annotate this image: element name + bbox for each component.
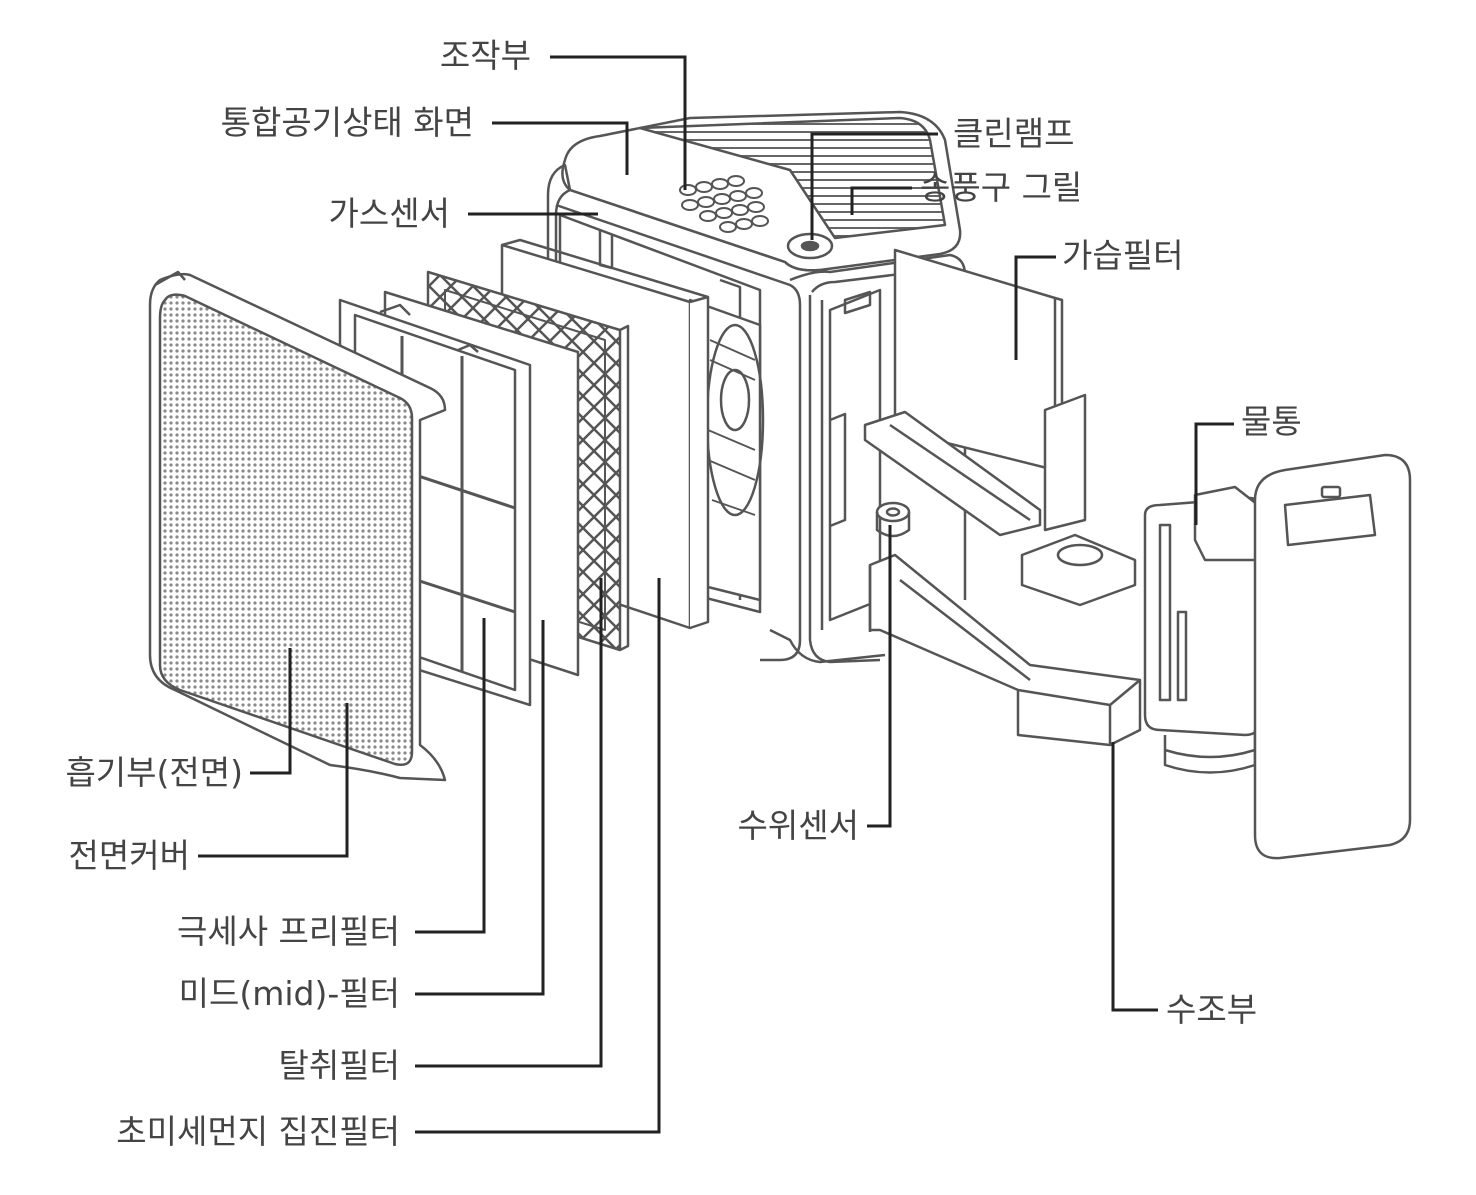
leader-water-basin [1111, 742, 1158, 1012]
label-front-cover: 전면커버 [68, 836, 190, 875]
leader-microfiber-prefilter [415, 618, 486, 934]
leader-front-cover [198, 703, 349, 858]
label-humidifying-filter: 가습필터 [1062, 236, 1184, 275]
leader-water-level-sensor [867, 525, 892, 828]
label-deodorizing-filter: 탈취필터 [278, 1046, 400, 1085]
leader-air-status-display [492, 121, 629, 175]
leader-deodorizing-filter [415, 578, 603, 1068]
water-basin-shape [863, 410, 1142, 747]
label-microfiber-prefilter: 극세사 프리필터 [176, 912, 400, 951]
leader-ultrafine-dust-filter [415, 578, 661, 1134]
label-control-panel: 조작부 [439, 36, 531, 75]
leader-mid-filter [415, 620, 545, 996]
label-intake-front: 흡기부(전면) [65, 753, 243, 792]
label-clean-lamp: 클린램프 [953, 114, 1075, 153]
leader-lines [198, 55, 1234, 1134]
label-gas-sensor: 가스센서 [328, 194, 450, 233]
leader-intake-front [250, 648, 292, 775]
leader-clean-lamp [810, 132, 938, 240]
label-mid-filter: 미드(mid)-필터 [178, 974, 400, 1013]
label-water-tank: 물통 [1241, 402, 1302, 441]
control-buttons [679, 175, 769, 233]
label-water-level-sensor: 수위센서 [737, 806, 859, 845]
leader-humidifying-filter [1014, 255, 1056, 360]
label-water-basin: 수조부 [1166, 990, 1258, 1029]
leader-control-panel [550, 55, 687, 190]
label-outlet-grill: 송풍구 그릴 [920, 168, 1083, 207]
front-cover-shape [148, 270, 447, 782]
water-tank-cover-shape [1253, 453, 1412, 860]
leader-outlet-grill [850, 186, 912, 215]
label-air-status-display: 통합공기상태 화면 [220, 103, 474, 142]
leader-water-tank [1194, 422, 1234, 525]
clean-lamp-ring [786, 232, 834, 260]
water-tank-shape [1143, 485, 1262, 774]
label-ultrafine-dust-filter: 초미세먼지 집진필터 [116, 1112, 400, 1151]
